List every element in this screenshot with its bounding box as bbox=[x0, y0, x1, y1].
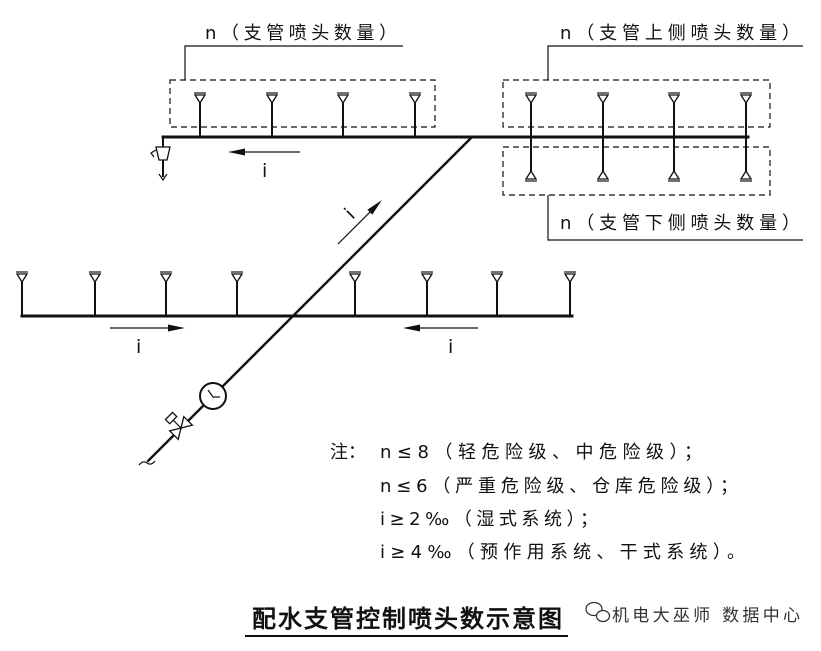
watermark-text: 机电大巫师 数据中心 bbox=[612, 606, 800, 626]
sprinkler-head bbox=[15, 273, 29, 284]
flow-indicator-needle bbox=[207, 389, 220, 398]
control-valve bbox=[164, 411, 194, 441]
sprinkler-head bbox=[490, 273, 504, 284]
slope-label: i bbox=[136, 336, 141, 358]
pendant-sprinkler bbox=[524, 137, 538, 182]
end-test-valve bbox=[150, 137, 171, 182]
label-upper-side-count: n（支管上侧喷头数量） bbox=[560, 23, 800, 44]
sprinkler-head bbox=[408, 94, 422, 105]
sprinkler-head bbox=[159, 273, 173, 284]
sprinkler-head bbox=[667, 169, 681, 180]
pendant-sprinkler bbox=[739, 137, 753, 182]
sprinkler-head bbox=[88, 273, 102, 284]
flow-indicator bbox=[199, 382, 227, 410]
notes-prefix: 注： bbox=[330, 442, 366, 463]
pendant-sprinkler bbox=[596, 137, 610, 182]
note-line: i≥2‰（湿式系统）； bbox=[380, 509, 598, 530]
arrow-head bbox=[403, 324, 420, 332]
upright-sprinkler bbox=[193, 92, 207, 137]
figure-title: 配水支管控制喷头数示意图 bbox=[252, 605, 562, 633]
leader-line bbox=[547, 45, 803, 80]
valve-nozzle bbox=[158, 173, 168, 182]
note-line: n≤8（轻危险级、中危险级）； bbox=[380, 442, 702, 463]
sprinkler-head bbox=[348, 273, 362, 284]
upright-sprinkler bbox=[348, 271, 362, 316]
upright-sprinkler bbox=[596, 92, 610, 137]
dashed-box-lower-sprinklers bbox=[502, 146, 771, 196]
arrow-head bbox=[367, 200, 382, 215]
valve-body bbox=[155, 146, 171, 161]
sprinkler-head bbox=[667, 94, 681, 105]
upright-sprinkler bbox=[408, 92, 422, 137]
slope-label: i bbox=[262, 160, 267, 182]
sprinkler-head bbox=[563, 273, 577, 284]
slope-label: i bbox=[448, 336, 453, 358]
note-line: n≤6（严重危险级、仓库危险级）； bbox=[380, 476, 738, 497]
valve-wing bbox=[168, 427, 182, 441]
valve-handle bbox=[150, 149, 157, 158]
leader-line bbox=[547, 195, 803, 241]
label-branch-sprinkler-count: n（支管喷头数量） bbox=[205, 23, 397, 44]
valve-stem bbox=[172, 419, 182, 429]
slope-label: i bbox=[340, 204, 359, 223]
slope-arrow-left-lower bbox=[403, 324, 478, 332]
sprinkler-head bbox=[193, 94, 207, 105]
leader-line bbox=[184, 45, 403, 80]
pendant-sprinkler bbox=[667, 137, 681, 182]
sprinkler-head bbox=[524, 169, 538, 180]
upright-sprinkler bbox=[88, 271, 102, 316]
arrow-head bbox=[228, 148, 245, 156]
sprinkler-layer bbox=[15, 92, 753, 316]
sprinkler-head bbox=[739, 169, 753, 180]
note-line: i≥4‰（预作用系统、干式系统）。 bbox=[380, 542, 745, 563]
sprinkler-head bbox=[524, 94, 538, 105]
upright-sprinkler bbox=[490, 271, 504, 316]
valve-wing bbox=[180, 415, 194, 429]
arrow-shaft bbox=[337, 210, 372, 245]
dashed-box-branch-sprinklers bbox=[169, 79, 436, 128]
upright-sprinkler bbox=[159, 271, 173, 316]
upright-sprinkler bbox=[336, 92, 350, 137]
slope-arrow-left bbox=[228, 148, 300, 156]
valve-actuator bbox=[164, 411, 178, 425]
slope-arrow-diagonal bbox=[337, 200, 382, 245]
bubble-small bbox=[595, 609, 611, 623]
sprinkler-head bbox=[739, 94, 753, 105]
upright-sprinkler bbox=[524, 92, 538, 137]
label-lower-side-count: n（支管下侧喷头数量） bbox=[560, 213, 800, 234]
dashed-box-upper-sprinklers bbox=[502, 79, 771, 128]
upright-sprinkler bbox=[230, 271, 244, 316]
upright-sprinkler bbox=[15, 271, 29, 316]
wechat-icon bbox=[585, 601, 611, 623]
upright-sprinkler bbox=[265, 92, 279, 137]
sprinkler-head bbox=[420, 273, 434, 284]
arrow-head bbox=[168, 324, 185, 332]
upright-sprinkler bbox=[563, 271, 577, 316]
upright-sprinkler bbox=[667, 92, 681, 137]
sprinkler-head bbox=[596, 94, 610, 105]
sprinkler-head bbox=[596, 169, 610, 180]
pipe-end bbox=[138, 460, 156, 466]
upright-sprinkler bbox=[420, 271, 434, 316]
upright-sprinkler bbox=[739, 92, 753, 137]
diagonal-feed-pipe bbox=[146, 135, 474, 463]
sprinkler-head bbox=[336, 94, 350, 105]
sprinkler-head bbox=[265, 94, 279, 105]
slope-arrow-right bbox=[110, 324, 185, 332]
sprinkler-head bbox=[230, 273, 244, 284]
